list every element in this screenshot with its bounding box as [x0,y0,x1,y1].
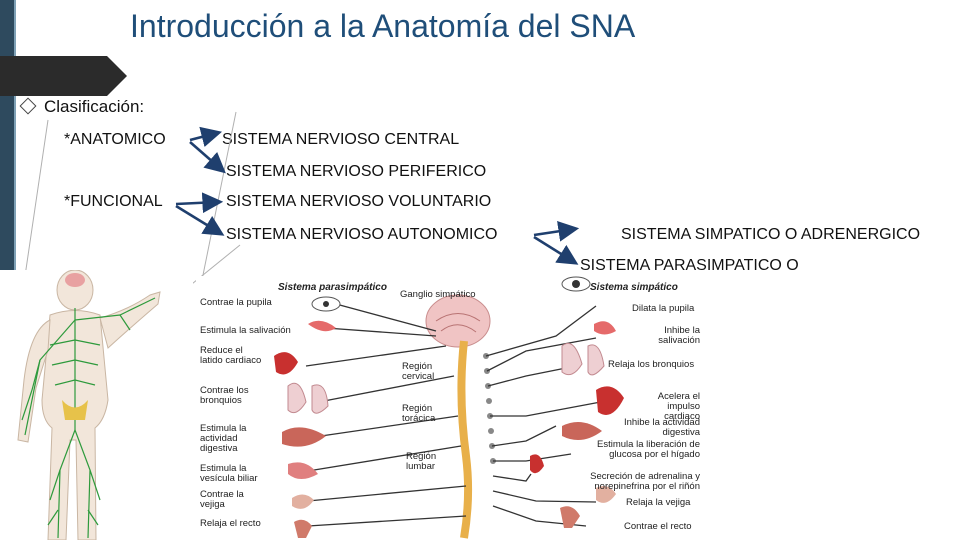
ganglio-label: Ganglio simpático [400,289,476,300]
right-label-4: Acelera el impulso cardiaco [657,391,700,422]
arrow-to-snc [189,126,223,147]
arrow-to-parasimpatico [533,235,579,265]
label-simpatico: SISTEMA SIMPATICO O ADRENERGICO [621,226,921,243]
bullet-text: Clasificación: [44,97,145,116]
label-snp: SISTEMA NERVIOSO PERIFERICO [226,163,487,180]
region-toracica: Región torácica [402,403,436,424]
sympathetic-header: Sistema simpático [590,282,678,293]
right-label-9: Contrae el recto [624,521,692,532]
left-label-1: Contrae la pupila [200,297,272,308]
right-label-6: Estimula la liberación de glucosa por el… [597,439,700,460]
left-label-8: Relaja el recto [200,518,261,529]
right-label-3: Relaja los bronquios [608,359,695,370]
autonomic-system-diagram: Sistema parasimpático Sistema simpático … [196,276,702,540]
nervous-system-body-illustration [0,270,193,540]
arrow-to-sna [175,204,225,236]
label-snv: SISTEMA NERVIOSO VOLUNTARIO [226,193,492,210]
label-funcional: *FUNCIONAL [64,193,163,210]
left-label-7: Contrae la vejiga [200,489,244,510]
slide-title: Introducción a la Anatomía del SNA [130,8,636,44]
right-label-5: Inhibe la actividad digestiva [623,417,700,438]
left-label-3: Reduce el latido cardiaco [200,345,262,366]
right-label-7: Secreción de adrenalina y norepinefrina … [590,471,700,492]
arrow-to-snp [189,141,226,174]
left-label-2: Estimula la salivación [200,325,291,336]
left-label-6: Estimula la vesícula biliar [200,463,258,484]
arrow-to-simpatico [533,221,580,242]
label-parasimpatico: SISTEMA PARASIMPATICO O [580,257,799,274]
tag-shape-icon [0,56,127,96]
left-label-4: Contrae los bronquios [200,385,249,406]
region-cervical: Región cervical [402,361,435,382]
bullet-clasificacion: Clasificación: [19,97,145,117]
diamond-bullet-icon [19,97,37,115]
label-anatomico: *ANATOMICO [64,131,166,148]
left-label-5: Estimula la actividad digestiva [200,423,247,454]
autonomic-diagram-drawing [274,276,624,539]
region-lumbar: Región lumbar [406,451,437,472]
right-label-8: Relaja la vejiga [626,497,691,508]
arrow-to-snv [175,192,224,214]
label-sna: SISTEMA NERVIOSO AUTONOMICO [226,226,498,243]
right-label-2: Inhibe la salivación [658,325,700,346]
body-silhouette-icon [17,270,161,540]
parasympathetic-header: Sistema parasimpático [278,282,387,293]
right-label-1: Dilata la pupila [632,303,695,314]
label-snc: SISTEMA NERVIOSO CENTRAL [222,131,460,148]
